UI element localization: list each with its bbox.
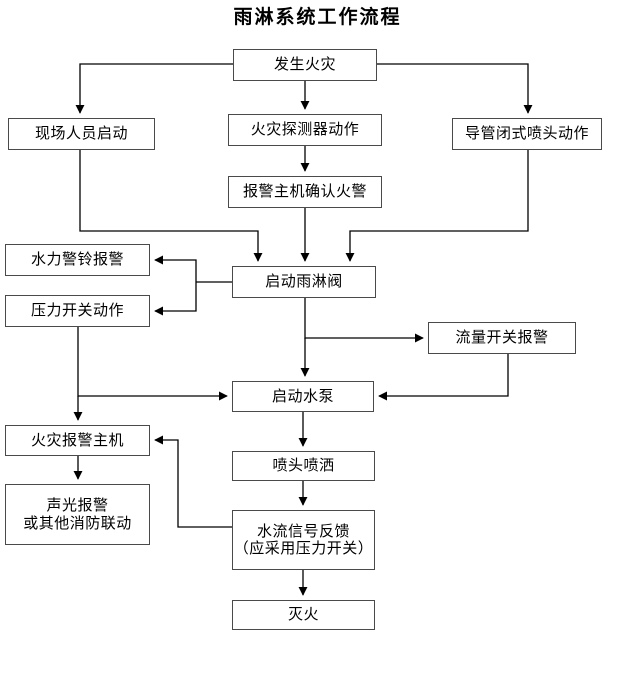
node-audible-visual-alarm[interactable]: 声光报警 或其他消防联动 [5,484,150,545]
node-label: 灭火 [287,605,319,624]
node-fire[interactable]: 发生火灾 [233,49,377,81]
node-deluge-valve[interactable]: 启动雨淋阀 [232,266,376,298]
edge-fire-to-manual [75,63,233,114]
node-sprinkler-spray[interactable]: 喷头喷洒 [232,451,375,481]
node-alarm-confirm[interactable]: 报警主机确认火警 [228,176,382,208]
node-label: 流量开关报警 [455,328,549,347]
node-label: 火灾探测器动作 [250,120,360,139]
node-label: 启动雨淋阀 [265,272,343,291]
node-extinguish[interactable]: 灭火 [232,600,375,630]
node-label: 导管闭式喷头动作 [464,124,589,143]
edge-deluge-to-bell [154,255,197,282]
node-label: 启动水泵 [271,386,334,405]
node-label-line2: 或其他消防联动 [23,513,132,532]
node-label: 喷头喷洒 [272,456,335,475]
node-label-line2: （应采用压力开关） [233,539,374,557]
edge-deluge-to-pressure-switch [154,282,197,316]
node-flow-signal-feedback[interactable]: 水流信号反馈 （应采用压力开关） [232,510,375,570]
node-label: 水流信号反馈 [256,521,350,540]
node-label: 压力开关动作 [30,301,124,320]
node-label: 水力警铃报警 [30,250,124,269]
edge-flow-signal-to-fire-panel [154,435,232,528]
node-start-pump[interactable]: 启动水泵 [232,381,374,412]
node-water-bell[interactable]: 水力警铃报警 [5,244,150,276]
edge-flow-switch-to-pump [378,354,509,401]
edge-fire-to-closed-head [377,63,533,114]
node-manual-start[interactable]: 现场人员启动 [8,118,155,150]
node-label: 现场人员启动 [34,124,128,143]
node-pressure-switch[interactable]: 压力开关动作 [5,295,150,327]
edge-pressure-switch-to-pump [77,327,228,401]
node-label: 火灾报警主机 [30,430,124,449]
node-closed-head[interactable]: 导管闭式喷头动作 [452,118,602,150]
node-label: 声光报警 [46,496,109,515]
node-label: 发生火灾 [273,55,336,74]
node-fire-alarm-panel[interactable]: 火灾报警主机 [5,425,150,456]
node-fire-detector[interactable]: 火灾探测器动作 [228,114,382,146]
page-title: 雨淋系统工作流程 [233,6,402,28]
node-flow-switch[interactable]: 流量开关报警 [428,322,576,354]
edge-deluge-to-flow-switch [304,298,424,343]
node-label: 报警主机确认火警 [242,182,367,201]
